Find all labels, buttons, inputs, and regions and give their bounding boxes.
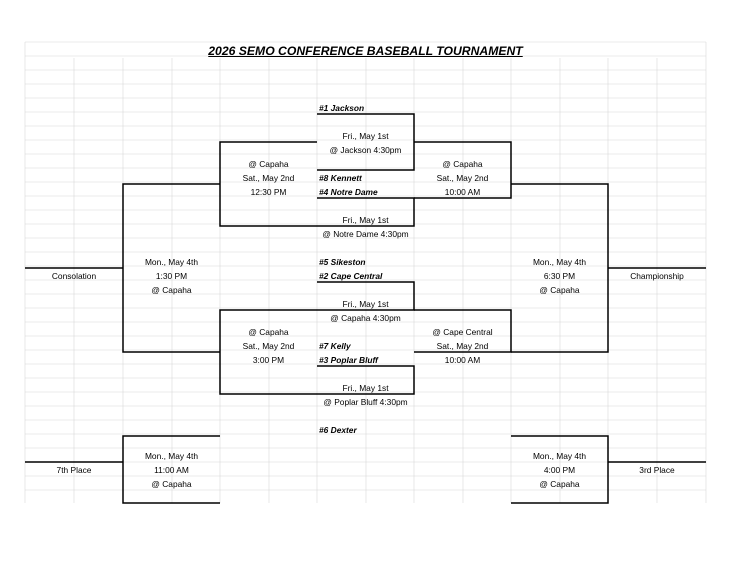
right-semi2-time: 10:00 AM [444, 355, 481, 365]
game1-location: @ Jackson 4:30pm [329, 145, 402, 155]
seventh-place-location: @ Capaha [151, 479, 192, 489]
championship-date: Mon., May 4th [532, 257, 587, 267]
bracket-line-right-semi-2 [414, 309, 512, 353]
team-dexter: #6 Dexter [319, 425, 357, 435]
right-semi2-date: Sat., May 2nd [436, 341, 489, 351]
left-semi1-location: @ Capaha [248, 159, 289, 169]
game2-date: Fri., May 1st [342, 215, 389, 225]
team-poplar-bluff: #3 Poplar Bluff [319, 355, 378, 365]
bracket-line-right-semi-1 [414, 141, 512, 199]
championship-label: Championship [630, 271, 684, 281]
right-semi1-date: Sat., May 2nd [436, 173, 489, 183]
bracket-line-game1 [317, 113, 415, 171]
team-sikeston: #5 Sikeston [319, 257, 366, 267]
bracket-line-seventh [122, 435, 220, 504]
team-notre-dame: #4 Notre Dame [319, 187, 378, 197]
left-semi1-time: 12:30 PM [250, 187, 287, 197]
team-kennett: #8 Kennett [319, 173, 362, 183]
page-title: 2026 SEMO CONFERENCE BASEBALL TOURNAMENT [208, 44, 523, 58]
right-semi1-time: 10:00 AM [444, 187, 481, 197]
bracket-line-left-semi-1 [219, 141, 317, 227]
right-semi2-location: @ Cape Central [432, 327, 493, 337]
bracket-line-left-semi-2 [219, 309, 317, 395]
seventh-place-time: 11:00 AM [154, 465, 189, 475]
third-place-date: Mon., May 4th [532, 451, 587, 461]
team-kelly: #7 Kelly [319, 341, 351, 351]
bracket-line-game2 [317, 197, 415, 227]
third-place-label: 3rd Place [639, 465, 675, 475]
seventh-place-label: 7th Place [56, 465, 92, 475]
championship-location: @ Capaha [539, 285, 580, 295]
bracket-line-game3 [317, 281, 415, 311]
game4-location: @ Poplar Bluff 4:30pm [323, 397, 408, 407]
third-place-location: @ Capaha [539, 479, 580, 489]
championship-time: 6:30 PM [543, 271, 576, 281]
right-semi1-location: @ Capaha [442, 159, 483, 169]
game4-date: Fri., May 1st [342, 383, 389, 393]
left-semi2-date: Sat., May 2nd [242, 341, 295, 351]
team-jackson: #1 Jackson [319, 103, 365, 113]
bracket-line-championship [511, 183, 609, 353]
left-semi1-date: Sat., May 2nd [242, 173, 295, 183]
game2-location: @ Notre Dame 4:30pm [322, 229, 409, 239]
bracket-line-game4 [317, 365, 415, 395]
consolation-location: @ Capaha [151, 285, 192, 295]
consolation-date: Mon., May 4th [144, 257, 199, 267]
game3-date: Fri., May 1st [342, 299, 389, 309]
game1-date: Fri., May 1st [342, 131, 389, 141]
seventh-place-date: Mon., May 4th [144, 451, 199, 461]
bracket-line-consolation [122, 183, 220, 353]
third-place-time: 4:00 PM [543, 465, 576, 475]
consolation-time: 1:30 PM [155, 271, 188, 281]
left-semi2-time: 3:00 PM [252, 355, 285, 365]
team-cape-central: #2 Cape Central [319, 271, 383, 281]
game3-location: @ Capaha 4:30pm [330, 313, 401, 323]
bracket-line-third [511, 435, 609, 504]
consolation-label: Consolation [51, 271, 97, 281]
left-semi2-location: @ Capaha [248, 327, 289, 337]
